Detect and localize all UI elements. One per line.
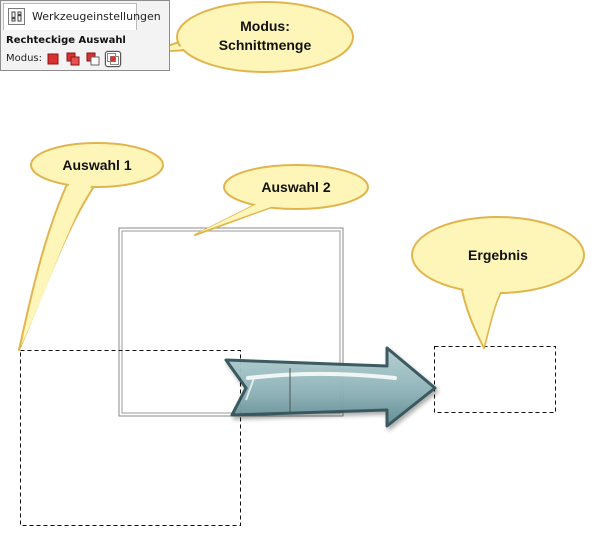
callout-mode-line-1: Modus: <box>240 18 290 34</box>
tool-options-panel: Werkzeugeinstellungen Rechteckige Auswah… <box>0 0 170 71</box>
replace-selection-icon <box>47 53 59 65</box>
add-selection-icon <box>66 52 80 66</box>
callout-mode-text: Modus: Schnittmenge <box>205 17 325 55</box>
callout-selection-1 <box>18 142 164 351</box>
tool-title: Rechteckige Auswahl <box>6 35 126 46</box>
tab-label: Werkzeugeinstellungen <box>32 10 161 23</box>
tool-options-icon <box>8 8 25 25</box>
arrow-right-icon <box>224 346 437 428</box>
callout-mode-line-2: Schnittmenge <box>218 37 312 53</box>
callout-selection-1-text: Auswahl 1 <box>62 157 132 173</box>
subtract-mode-button[interactable] <box>85 51 101 67</box>
subtract-selection-icon <box>86 52 100 66</box>
tab-tool-options[interactable]: Werkzeugeinstellungen <box>3 3 161 30</box>
add-mode-button[interactable] <box>65 51 81 67</box>
callout-selection-2 <box>194 164 369 236</box>
selection-1-rect <box>20 350 241 526</box>
callout-result-text: Ergebnis <box>468 247 528 263</box>
callout-selection-2-text: Auswahl 2 <box>261 179 331 195</box>
dock-tabstrip: Werkzeugeinstellungen <box>1 1 171 30</box>
result-rect <box>434 346 556 413</box>
mode-label: Modus: <box>6 53 43 64</box>
intersect-selection-icon <box>107 53 119 65</box>
intersect-mode-button[interactable] <box>105 51 121 67</box>
callout-result <box>411 216 585 349</box>
replace-mode-button[interactable] <box>45 51 61 67</box>
